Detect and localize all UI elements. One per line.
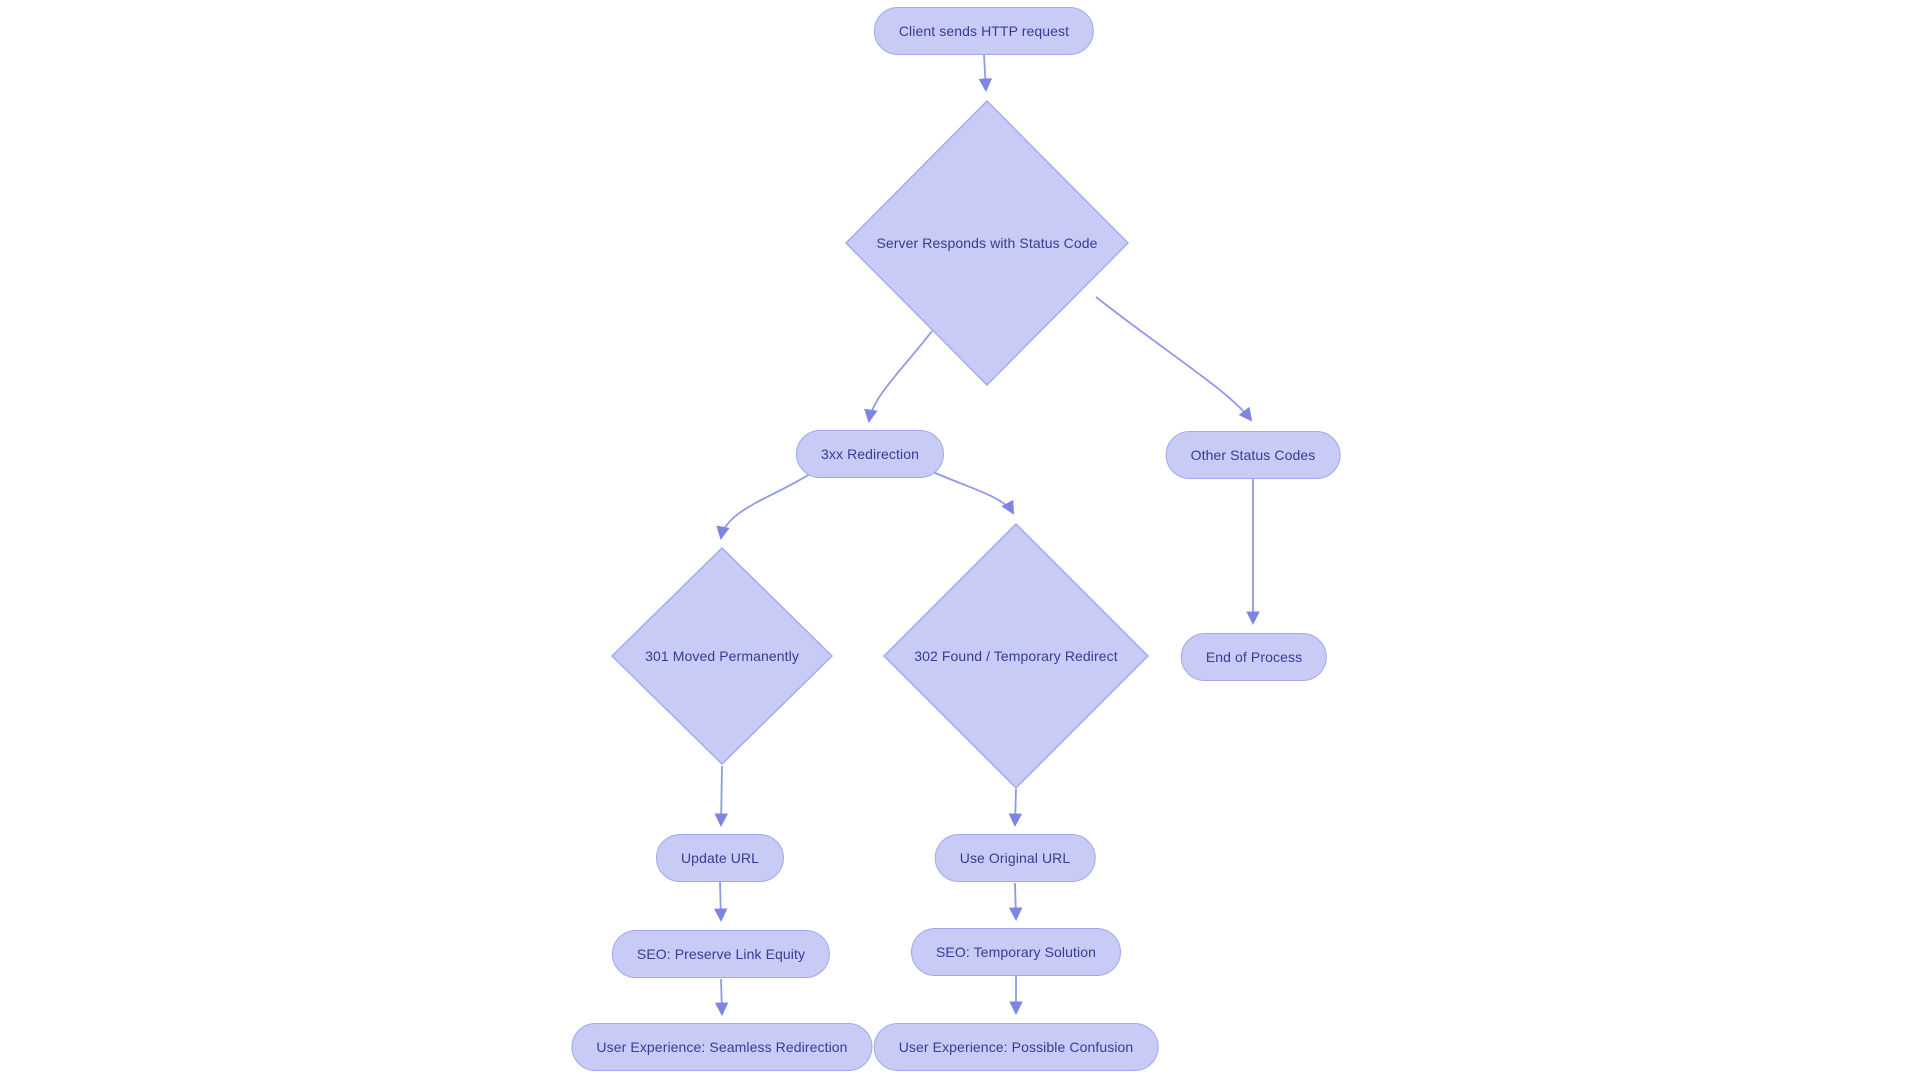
diamond-label: 301 Moved Permanently [645,648,799,664]
edge-3xx-to-302 [927,469,1014,515]
diamond-label: 302 Found / Temporary Redirect [914,648,1118,664]
edge-server-to-3xx-redirection [864,330,933,423]
edge-302-to-use-original-url [1008,788,1023,828]
node-server-responds-with-status-code: Server Responds with Status Code [845,100,1129,386]
node-seo-temporary-solution: SEO: Temporary Solution [910,928,1122,976]
edge-seo-preserve-to-ux-seamless [714,978,729,1017]
edge-client-to-server [978,54,993,93]
node-301-moved-permanently: 301 Moved Permanently [611,547,833,765]
node-end-of-process: End of Process [1180,633,1328,681]
node-3xx-redirection: 3xx Redirection [796,430,944,478]
diamond-shape [611,547,833,765]
node-client-sends-http-request: Client sends HTTP request [873,7,1095,55]
edge-3xx-to-301 [716,471,814,540]
diamond-label: Server Responds with Status Code [876,235,1098,251]
edge-server-to-other-status-codes [1095,296,1253,422]
diamond-shape [845,100,1129,386]
node-302-found-temporary-redirect: 302 Found / Temporary Redirect [883,523,1149,789]
diamond-shape [883,523,1149,789]
node-ux-possible-confusion: User Experience: Possible Confusion [873,1023,1159,1071]
edge-use-original-to-seo-temporary [1008,882,1023,922]
node-other-status-codes: Other Status Codes [1165,431,1341,479]
node-ux-seamless-redirection: User Experience: Seamless Redirection [571,1023,873,1071]
node-use-original-url: Use Original URL [934,834,1096,882]
edge-update-url-to-seo-preserve [713,881,728,923]
node-update-url: Update URL [655,834,785,882]
edge-301-to-update-url [714,765,728,828]
node-seo-preserve-link-equity: SEO: Preserve Link Equity [611,930,831,978]
